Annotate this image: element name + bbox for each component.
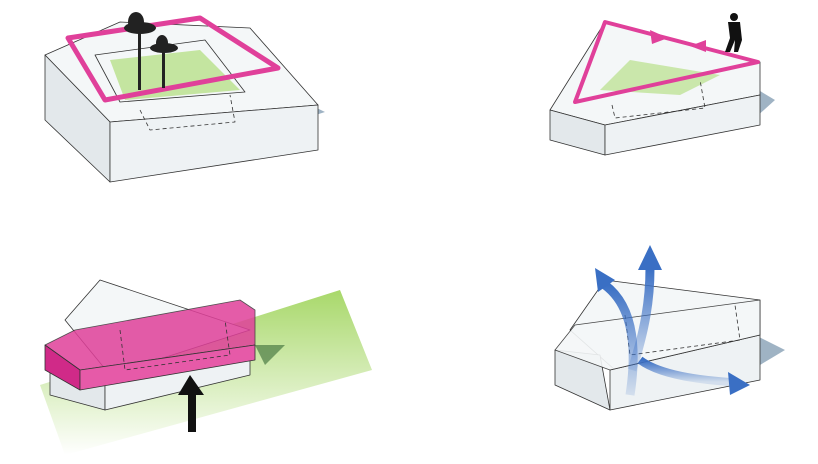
wind-arrow-icon: [602, 281, 638, 396]
wall-front: [604, 94, 761, 156]
hidden-edges: [139, 94, 236, 131]
pink-bar-front: [79, 344, 256, 391]
wind-arrow-icon: [627, 267, 655, 372]
bar-top: [554, 299, 761, 371]
wind-arrow-icon: [638, 245, 662, 270]
hidden-edges: [624, 304, 741, 356]
elevated-bar-diagram: [40, 279, 372, 455]
wind-arrow-icon: [595, 268, 615, 292]
shadow: [755, 335, 785, 365]
wall-front: [109, 104, 319, 183]
arrow-icon: [690, 40, 706, 52]
walking-person-icon: [725, 13, 742, 52]
hidden-edges: [119, 319, 231, 371]
floor-green: [600, 60, 720, 95]
hidden-edges: [611, 79, 706, 119]
arrow-icon: [650, 30, 668, 44]
courtyard-diagram: [44, 12, 325, 183]
up-arrow-icon: [178, 375, 204, 432]
wind-arrow-icon: [728, 372, 750, 395]
shadow: [255, 345, 285, 365]
circulation-diagram: [549, 13, 775, 156]
pink-path: [573, 20, 760, 104]
courtyard-floor: [110, 50, 240, 100]
pink-path: [65, 15, 281, 103]
ventilation-diagram: [554, 245, 785, 411]
palm-tree-icon: [124, 12, 178, 90]
wind-arrow-icon: [637, 356, 731, 386]
